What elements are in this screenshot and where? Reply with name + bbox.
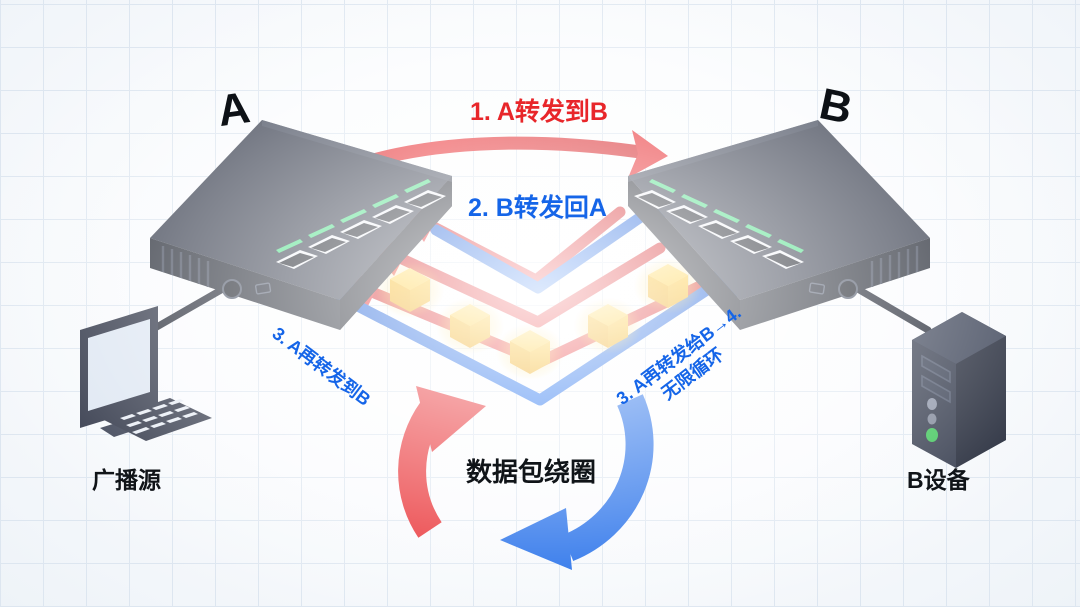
desktop-computer[interactable]: [80, 306, 212, 441]
server-tower[interactable]: [912, 312, 1006, 468]
broadcast-source-label: 广播源: [92, 467, 161, 493]
step2-label: 2. B转发回A: [468, 194, 607, 222]
cable-computer-to-switch-a: [144, 282, 232, 336]
step1-label: 1. A转发到B: [470, 98, 608, 126]
switch-a-letter: A: [214, 83, 253, 136]
device-b-label: B设备: [907, 467, 970, 493]
cable-switch-b-to-server: [852, 284, 932, 334]
loop-label: 数据包绕圈: [466, 457, 597, 487]
